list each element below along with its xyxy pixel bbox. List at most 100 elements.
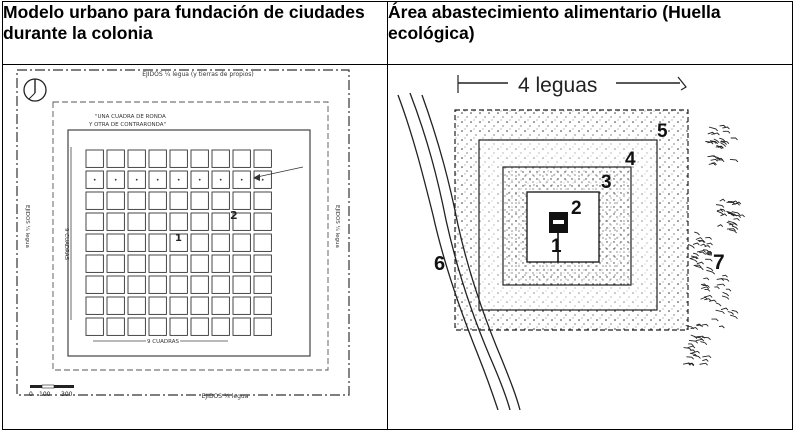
callout-line-2: Y OTRA DE CONTRARONDA" xyxy=(88,122,166,128)
vegetation-stroke xyxy=(714,286,720,290)
vegetation-stroke xyxy=(720,307,729,311)
city-block xyxy=(190,275,209,294)
block-dot xyxy=(240,178,243,181)
vegetation-stroke xyxy=(695,265,704,271)
city-block xyxy=(211,254,230,273)
vegetation-stroke xyxy=(725,288,732,292)
vegetation-stroke xyxy=(692,252,699,257)
city-block xyxy=(169,170,188,189)
vegetation-stroke xyxy=(718,325,725,329)
ecological-footprint-diagram: 4 leguas xyxy=(397,74,745,410)
city-block xyxy=(85,170,104,189)
vegetation-stroke xyxy=(683,347,692,351)
vegetation-stroke xyxy=(692,242,700,246)
city-block xyxy=(190,254,209,273)
scale-label-100: 100 xyxy=(39,391,51,398)
vegetation-stroke xyxy=(719,198,726,202)
city-block xyxy=(211,275,230,294)
vegetation-stroke xyxy=(696,249,706,253)
blocks-grid xyxy=(85,149,272,336)
vegetation-stroke xyxy=(703,249,710,253)
vegetation-stroke xyxy=(694,231,700,236)
vegetation-stroke xyxy=(688,340,698,344)
vegetation-stroke xyxy=(688,343,694,347)
col1-header: Modelo urbano para fundación de ciudades… xyxy=(2,1,388,65)
city-block xyxy=(169,317,188,336)
ejidos-left-label: EJIDOS ¼ legua xyxy=(24,205,30,248)
vegetation-stroke xyxy=(696,335,705,339)
city-block xyxy=(253,149,272,168)
city-block xyxy=(85,149,104,168)
vegetation-stroke xyxy=(720,140,727,145)
vegetation-stroke xyxy=(708,162,716,166)
vegetation-stroke xyxy=(694,336,703,341)
vegetation-stroke xyxy=(719,137,726,142)
vegetation-stroke xyxy=(722,130,731,134)
city-block xyxy=(253,212,272,231)
city-block xyxy=(232,275,251,294)
vegetation-stroke xyxy=(722,126,730,130)
city-block xyxy=(169,233,188,252)
city-block xyxy=(85,233,104,252)
city-block xyxy=(190,317,209,336)
city-block xyxy=(169,191,188,210)
city-block xyxy=(190,296,209,315)
vegetation-stroke xyxy=(704,252,713,255)
vegetation-stroke xyxy=(704,298,712,302)
city-block xyxy=(232,296,251,315)
city-block xyxy=(85,191,104,210)
vegetation-stroke xyxy=(727,212,737,217)
ring-number-6: 6 xyxy=(434,253,445,275)
vegetation-stroke xyxy=(722,274,728,278)
city-block xyxy=(169,149,188,168)
vegetation-stroke xyxy=(731,309,739,314)
callout-line-1: "UNA CUADRA DE RONDA xyxy=(95,114,166,120)
city-block xyxy=(211,191,230,210)
ejidos-right-label: EJIDOS ¼ legua xyxy=(334,205,340,248)
vegetation-stroke xyxy=(704,244,711,248)
city-block xyxy=(85,212,104,231)
col2-header: Área abastecimiento alimentario (Huella … xyxy=(387,1,793,65)
city-block xyxy=(232,170,251,189)
city-block xyxy=(190,212,209,231)
city-block xyxy=(190,149,209,168)
river-lines xyxy=(397,92,521,410)
vegetation-stroke xyxy=(701,323,709,327)
block-dot xyxy=(261,178,264,181)
vegetation-stroke xyxy=(731,225,739,230)
city-block xyxy=(232,317,251,336)
vegetation-stroke xyxy=(711,132,720,136)
vegetation-stroke xyxy=(715,145,724,149)
vegetation-stroke xyxy=(695,338,705,342)
city-block xyxy=(232,149,251,168)
city-block xyxy=(211,317,230,336)
vegetation-stroke xyxy=(708,126,719,132)
vegetation-stroke xyxy=(709,140,719,145)
vegetation-stroke xyxy=(721,295,730,300)
vegetation-stroke xyxy=(693,264,702,268)
city-block xyxy=(106,275,125,294)
north-arrow-icon xyxy=(23,78,47,102)
block-dot xyxy=(198,178,201,181)
vegetation-stroke xyxy=(716,204,725,208)
vegetation-stroke xyxy=(689,349,696,353)
vegetation-stroke xyxy=(689,258,698,263)
ring-number-4: 4 xyxy=(625,149,636,170)
city-block xyxy=(232,254,251,273)
vegetation-stroke xyxy=(690,327,699,330)
vegetation-stroke xyxy=(731,202,740,206)
vegetation-stroke xyxy=(716,159,725,163)
city-block xyxy=(232,191,251,210)
block-dot xyxy=(135,178,138,181)
city-block xyxy=(211,296,230,315)
right-figure-cell: 4 leguas xyxy=(387,64,793,430)
city-block xyxy=(211,149,230,168)
city-block xyxy=(148,254,167,273)
city-block xyxy=(253,296,272,315)
vegetation-stroke xyxy=(726,228,736,231)
vegetation-stroke xyxy=(730,314,738,320)
dimension-label: 4 leguas xyxy=(518,74,597,97)
ring-number-3: 3 xyxy=(601,172,612,193)
city-block xyxy=(106,233,125,252)
colonial-city-plan: EJIDOS ¼ legua (y tierras de propios) "U… xyxy=(16,69,350,400)
